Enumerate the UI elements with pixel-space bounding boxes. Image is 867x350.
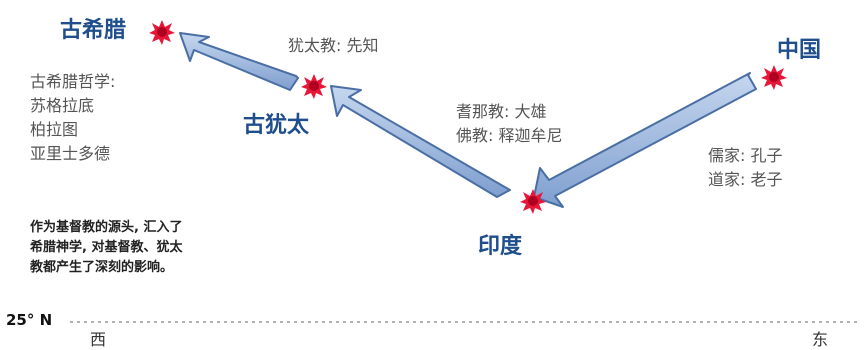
place-judea: 古犹太 [243, 113, 310, 138]
west-label: 西 [90, 330, 107, 349]
greek-philosophy-title: 古希腊哲学: [30, 72, 116, 91]
latitude-label: 25° N [6, 311, 53, 329]
arrow-india-to-judea [330, 85, 511, 198]
marker-india [520, 189, 546, 214]
taoism-laozi: 道家: 老子 [708, 170, 783, 189]
marker-judea [301, 74, 327, 99]
east-label: 东 [812, 330, 829, 349]
jainism-mahavira: 耆那教: 大雄 [456, 102, 547, 121]
marker-greece [149, 20, 175, 45]
philosopher-plato: 柏拉图 [30, 120, 79, 139]
greek-philosophy: 古希腊哲学: 苏格拉底 柏拉图 亚里士多德 [30, 70, 115, 166]
judaism-influence-note: 作为基督教的源头, 汇入了 希腊神学, 对基督教、犹太 教都产生了深刻的影响。 [30, 218, 182, 278]
judaism-prophets: 犹太教: 先知 [288, 36, 379, 55]
philosopher-socrates: 苏格拉底 [30, 96, 95, 115]
place-china: 中国 [777, 38, 822, 63]
marker-china [761, 65, 787, 90]
confucianism-confucius: 儒家: 孔子 [708, 146, 783, 165]
note-line-3: 教都产生了深刻的影响。 [30, 260, 174, 275]
note-line-2: 希腊神学, 对基督教、犹太 [30, 240, 183, 255]
india-religions: 耆那教: 大雄 佛教: 释迦牟尼 [456, 100, 562, 148]
china-schools: 儒家: 孔子 道家: 老子 [708, 144, 782, 192]
place-india: 印度 [478, 234, 523, 259]
philosopher-aristotle: 亚里士多德 [30, 144, 111, 163]
note-line-1: 作为基督教的源头, 汇入了 [30, 220, 183, 235]
arrow-judea-to-greece [179, 32, 299, 91]
place-greece: 古希腊 [60, 18, 127, 43]
buddhism-shakyamuni: 佛教: 释迦牟尼 [456, 126, 563, 145]
